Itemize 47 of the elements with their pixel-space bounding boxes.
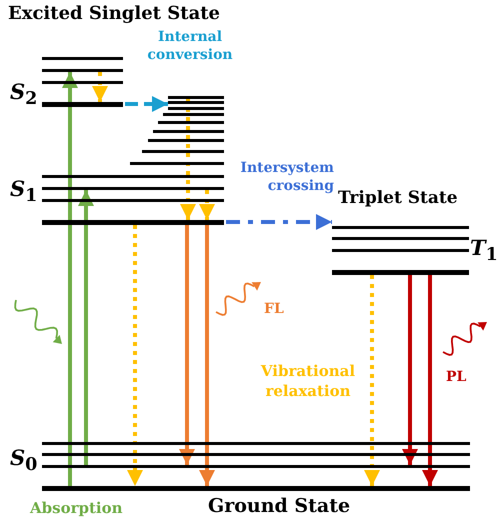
energy-level-line (168, 96, 224, 99)
text-label: Excited Singlet State (8, 4, 220, 24)
energy-level-line (142, 150, 224, 153)
arrow (422, 275, 438, 486)
energy-level-line (42, 187, 224, 190)
state-label: S$_{2}$ (10, 80, 38, 110)
energy-level-line (130, 162, 224, 165)
energy-level-line (168, 107, 224, 110)
text-label: Triplet State (338, 189, 458, 208)
energy-level-line (148, 139, 224, 142)
arrow (226, 214, 332, 230)
energy-level-line (163, 113, 224, 116)
arrow (125, 96, 168, 112)
arrow (179, 225, 195, 465)
energy-level-line (42, 69, 123, 72)
arrow (402, 275, 418, 465)
state-label: T$_{1}$ (470, 236, 498, 266)
energy-level-line (42, 442, 470, 445)
text-label: Ground State (208, 496, 350, 517)
energy-level-line (153, 130, 224, 133)
text-label: Absorption (30, 500, 123, 516)
text-label: Vibrational relaxation (260, 362, 356, 401)
state-label: S$_{1}$ (10, 177, 38, 206)
energy-level-line (42, 465, 470, 468)
energy-level-line (332, 237, 469, 240)
text-label: FL (264, 302, 284, 318)
arrow (364, 275, 380, 486)
arrow (62, 72, 78, 486)
energy-level-line (158, 121, 224, 124)
energy-level-line (42, 175, 224, 178)
arrow (78, 190, 94, 465)
arrow (92, 72, 108, 102)
energy-level-line (42, 453, 470, 456)
energy-level-line (42, 57, 123, 60)
energy-level-line (332, 226, 469, 229)
text-label: PL (446, 370, 466, 386)
energy-level-line (42, 199, 224, 202)
energy-level-line (332, 249, 469, 252)
arrow (199, 225, 215, 486)
arrow (199, 190, 215, 220)
energy-level-line (42, 81, 123, 84)
edge-label: Intersystem crossing (239, 160, 334, 195)
energy-level-line (168, 101, 224, 104)
arrow (127, 225, 143, 486)
arrow (180, 99, 196, 220)
state-label: S$_{0}$ (10, 446, 38, 476)
edge-label: Internal conversion (146, 29, 234, 64)
